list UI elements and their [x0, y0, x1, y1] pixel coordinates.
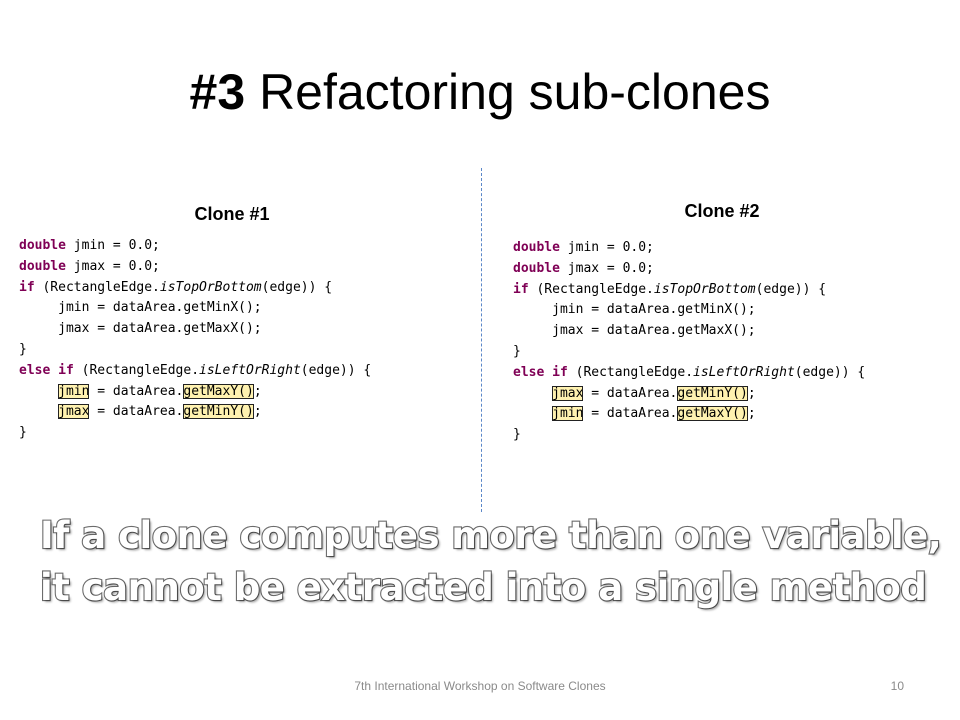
code-highlight: jmin: [552, 406, 584, 422]
code-token: = dataArea.: [89, 404, 184, 420]
code-token: (RectangleEdge.: [528, 281, 654, 297]
code-highlight: jmax: [58, 404, 90, 420]
code-token: (edge)) {: [794, 364, 866, 380]
code-highlight: getMaxY(): [677, 406, 748, 422]
code-line: jmax = dataArea.getMaxX();: [513, 321, 865, 342]
code-token: jmax = 0.0;: [65, 258, 160, 274]
code-token: (RectangleEdge.: [567, 364, 694, 380]
code-token: = dataArea.: [583, 385, 678, 401]
code-token: jmin = dataArea.getMinX();: [513, 302, 756, 318]
code-keyword: else: [19, 362, 51, 378]
code-token: [50, 363, 58, 378]
code-token: jmax = 0.0;: [559, 260, 654, 276]
code-line: double jmax = 0.0;: [19, 257, 371, 278]
code-token: jmax = dataArea.getMaxX();: [513, 323, 756, 339]
slide-title: #3 Refactoring sub-clones: [0, 62, 960, 122]
code-token: (edge)) {: [261, 279, 333, 295]
code-token: [544, 365, 552, 380]
code-token: }: [19, 341, 27, 357]
code-keyword: double: [19, 238, 66, 253]
code-line: jmax = dataArea.getMaxX();: [19, 319, 371, 340]
code-token: }: [513, 427, 521, 443]
code-token: }: [19, 425, 27, 441]
code-line: jmax = dataArea.getMinY();: [513, 384, 865, 405]
code-keyword: if: [58, 362, 74, 378]
code-keyword: if: [513, 281, 529, 297]
code-token: [513, 406, 552, 421]
conclusion-message: If a clone computes more than one variab…: [39, 510, 950, 614]
code-token: (edge)) {: [755, 281, 827, 297]
code-token: ;: [253, 404, 262, 420]
code-line: }: [19, 423, 371, 444]
code-line: jmin = dataArea.getMinX();: [513, 300, 865, 321]
code-highlight: getMinY(): [677, 385, 748, 401]
code-token: (RectangleEdge.: [34, 279, 160, 295]
code-token: [19, 384, 58, 399]
code-token: jmin = 0.0;: [65, 238, 160, 253]
code-keyword: if: [19, 279, 35, 295]
code-keyword: double: [19, 258, 66, 274]
code-highlight: getMaxY(): [183, 383, 254, 399]
code-line: jmax = dataArea.getMinY();: [19, 402, 371, 423]
code-line: jmin = dataArea.getMinX();: [19, 298, 371, 319]
code-token: = dataArea.: [89, 383, 184, 399]
code-keyword: double: [513, 260, 560, 276]
code-line: jmin = dataArea.getMaxY();: [19, 382, 371, 403]
code-line: }: [19, 340, 371, 361]
code-token: isTopOrBottom: [159, 279, 262, 295]
code-token: ;: [747, 385, 756, 401]
clone-1-code: double jmin = 0.0;double jmax = 0.0;if (…: [19, 236, 371, 444]
code-line: jmin = dataArea.getMaxY();: [513, 404, 865, 425]
code-line: if (RectangleEdge.isTopOrBottom(edge)) {: [19, 278, 371, 299]
code-highlight: getMinY(): [183, 404, 254, 420]
code-line: double jmax = 0.0;: [513, 259, 865, 280]
code-token: [513, 386, 552, 401]
code-highlight: jmax: [552, 385, 584, 401]
title-text: Refactoring sub-clones: [259, 64, 771, 120]
code-token: ;: [253, 383, 262, 399]
code-line: }: [513, 425, 865, 446]
clone-2-code: double jmin = 0.0;double jmax = 0.0;if (…: [513, 238, 865, 446]
code-line: double jmin = 0.0;: [19, 236, 371, 257]
conclusion-line-2: it cannot be extracted into a single met…: [39, 565, 928, 610]
code-token: (edge)) {: [300, 362, 372, 378]
code-token: }: [513, 343, 521, 359]
dashed-divider: [481, 168, 482, 512]
code-token: [19, 404, 58, 419]
title-number: #3: [189, 64, 246, 120]
code-highlight: jmin: [58, 383, 90, 399]
code-token: ;: [747, 406, 756, 422]
code-token: jmax = dataArea.getMaxX();: [19, 321, 262, 337]
page-number: 10: [890, 679, 904, 693]
code-keyword: double: [513, 240, 560, 255]
code-keyword: if: [552, 364, 568, 380]
code-line: else if (RectangleEdge.isLeftOrRight(edg…: [19, 361, 371, 382]
code-line: double jmin = 0.0;: [513, 238, 865, 259]
code-line: if (RectangleEdge.isTopOrBottom(edge)) {: [513, 280, 865, 301]
code-token: = dataArea.: [583, 406, 678, 422]
code-token: isLeftOrRight: [199, 362, 301, 378]
code-keyword: else: [513, 364, 545, 380]
footer-text: 7th International Workshop on Software C…: [354, 679, 606, 693]
code-token: isTopOrBottom: [653, 281, 756, 297]
code-line: }: [513, 342, 865, 363]
clone-1-heading: Clone #1: [194, 204, 270, 224]
code-token: jmin = 0.0;: [559, 240, 654, 255]
code-token: jmin = dataArea.getMinX();: [19, 300, 262, 316]
code-line: else if (RectangleEdge.isLeftOrRight(edg…: [513, 363, 865, 384]
conclusion-line-1: If a clone computes more than one variab…: [39, 513, 943, 558]
code-token: isLeftOrRight: [693, 364, 795, 380]
code-token: (RectangleEdge.: [73, 362, 200, 378]
clone-2-heading: Clone #2: [684, 201, 760, 221]
